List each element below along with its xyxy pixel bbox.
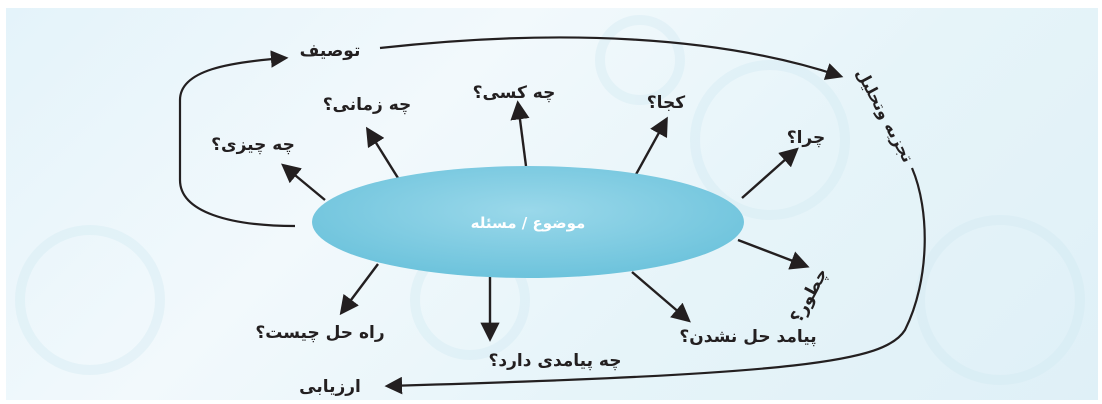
loop-arrow-to-analysis [379,36,844,80]
arrow-to-consequence-unsolved [631,271,691,323]
arrow-to-where [632,116,668,179]
label-why: چرا؟ [787,128,826,148]
arrow-to-how [737,238,810,270]
arrow-to-solution [339,263,379,316]
label-where: کجا؟ [647,93,685,113]
loop-arrow-to-description [178,50,296,228]
center-ellipse [312,166,744,278]
arrow-to-who [510,100,530,167]
label-how: چطور؟ [787,265,832,327]
label-what: چه چیزی؟ [211,135,295,155]
label-who: چه کسی؟ [473,83,556,103]
label-evaluation: ارزیابی [299,377,361,397]
label-solution: راه حل چیست؟ [255,323,384,343]
arrow-to-what [281,163,326,201]
arrow-to-when [365,126,400,179]
label-when: چه زمانی؟ [323,95,412,115]
label-analysis: تجزیه وتحلیل [852,65,917,165]
label-consequence: چه پیامدی دارد؟ [489,351,622,371]
arrow-to-why [741,147,799,199]
label-description: توصیف [300,41,361,61]
loop-arrow-to-evaluation [384,167,926,395]
center-label: موضوع / مسئله [471,214,586,232]
label-consequence-unsolved: پیامد حل نشدن؟ [679,327,816,347]
